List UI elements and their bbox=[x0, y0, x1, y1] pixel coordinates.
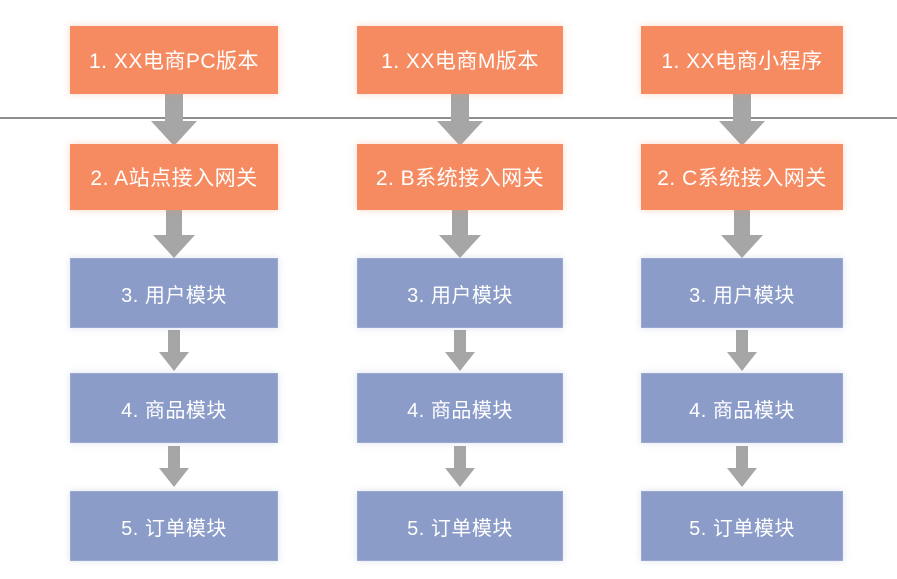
node-c-5[interactable]: 5. 订单模块 bbox=[641, 491, 843, 561]
arrow-b-2-to-3 bbox=[439, 210, 481, 258]
arrow-c-4-to-5 bbox=[727, 446, 757, 487]
node-c-3[interactable]: 3. 用户模块 bbox=[641, 258, 843, 328]
node-b-4-label: 4. 商品模块 bbox=[407, 399, 513, 422]
node-a-5[interactable]: 5. 订单模块 bbox=[70, 491, 278, 561]
arrow-c-2-to-3 bbox=[721, 210, 763, 258]
node-a-5-label: 5. 订单模块 bbox=[121, 517, 227, 540]
node-a-2-label: 2. A站点接入网关 bbox=[90, 167, 258, 190]
node-a-3-label: 3. 用户模块 bbox=[121, 284, 227, 307]
node-b-3-label: 3. 用户模块 bbox=[407, 284, 513, 307]
arrow-b-4-to-5 bbox=[445, 446, 475, 487]
node-b-2-label: 2. B系统接入网关 bbox=[375, 167, 545, 190]
node-c-1[interactable]: 1. XX电商小程序 bbox=[641, 26, 843, 94]
node-c-3-label: 3. 用户模块 bbox=[689, 284, 795, 307]
node-a-3[interactable]: 3. 用户模块 bbox=[70, 258, 278, 328]
node-a-2[interactable]: 2. A站点接入网关 bbox=[70, 144, 278, 210]
arrow-a-1-to-2 bbox=[151, 94, 197, 146]
node-c-4[interactable]: 4. 商品模块 bbox=[641, 373, 843, 443]
arrow-b-1-to-2 bbox=[437, 94, 483, 146]
node-a-4[interactable]: 4. 商品模块 bbox=[70, 373, 278, 443]
node-c-5-label: 5. 订单模块 bbox=[689, 517, 795, 540]
node-c-2[interactable]: 2. C系统接入网关 bbox=[641, 144, 843, 210]
node-a-4-label: 4. 商品模块 bbox=[121, 399, 227, 422]
arrow-a-2-to-3 bbox=[153, 210, 195, 258]
arrow-a-4-to-5 bbox=[159, 446, 189, 487]
arrow-c-1-to-2 bbox=[719, 94, 765, 146]
arrow-c-3-to-4 bbox=[727, 330, 757, 371]
arrow-b-3-to-4 bbox=[445, 330, 475, 371]
node-c-2-label: 2. C系统接入网关 bbox=[657, 167, 827, 190]
node-b-5-label: 5. 订单模块 bbox=[407, 517, 513, 540]
node-b-1[interactable]: 1. XX电商M版本 bbox=[357, 26, 563, 94]
node-b-5[interactable]: 5. 订单模块 bbox=[357, 491, 563, 561]
horizontal-separator-line bbox=[0, 117, 897, 119]
node-c-1-label: 1. XX电商小程序 bbox=[661, 50, 823, 73]
node-c-4-label: 4. 商品模块 bbox=[689, 399, 795, 422]
node-a-1-label: 1. XX电商PC版本 bbox=[88, 50, 260, 73]
node-b-1-label: 1. XX电商M版本 bbox=[381, 50, 539, 73]
node-b-3[interactable]: 3. 用户模块 bbox=[357, 258, 563, 328]
node-b-4[interactable]: 4. 商品模块 bbox=[357, 373, 563, 443]
node-a-1[interactable]: 1. XX电商PC版本 bbox=[70, 26, 278, 94]
arrow-a-3-to-4 bbox=[159, 330, 189, 371]
node-b-2[interactable]: 2. B系统接入网关 bbox=[357, 144, 563, 210]
